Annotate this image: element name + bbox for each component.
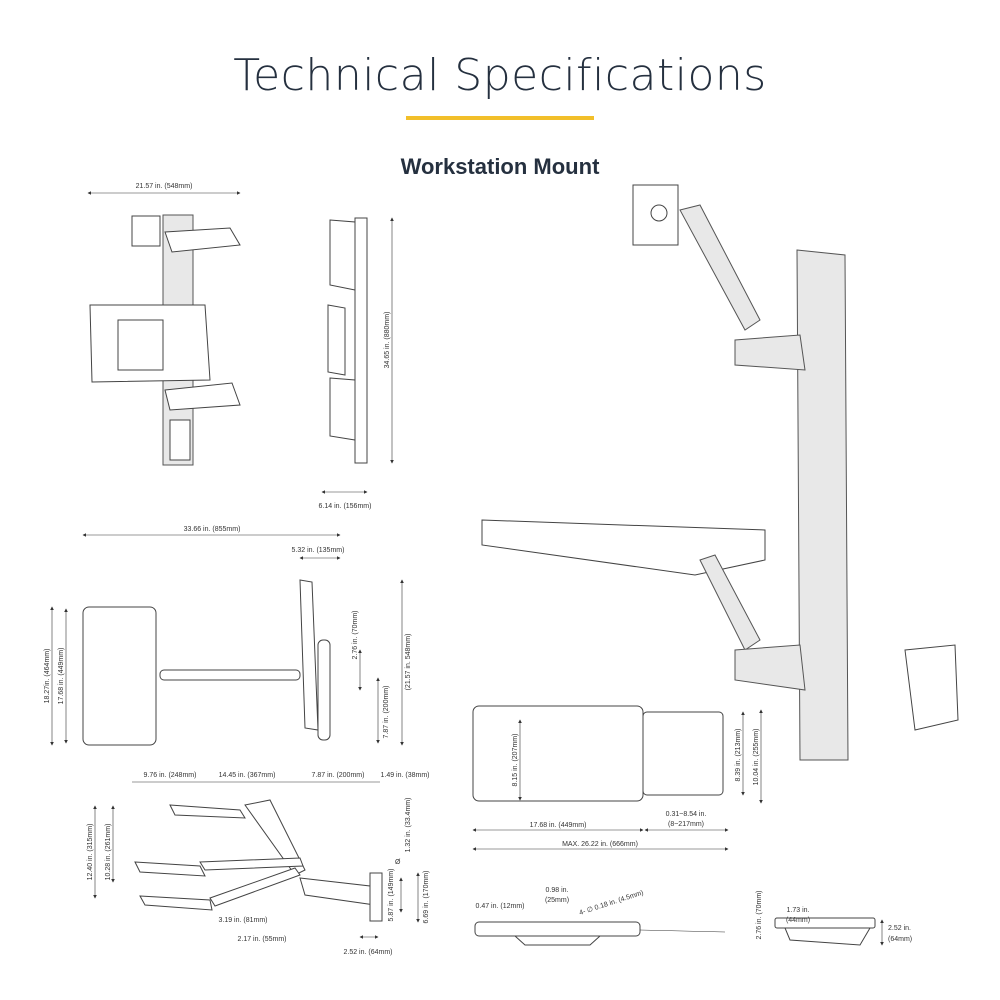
tray-side-view-drawing: 2.76 in. (70mm) 1.73 in. (44mm) 2.52 in.… xyxy=(756,890,912,946)
arm-seg4-label: 1.49 in. (38mm) xyxy=(380,772,429,779)
tray-width-label: 17.68 in. (449mm) xyxy=(530,822,587,829)
side-height-label: 34.65 in. (880mm) xyxy=(384,312,391,369)
tray-bottom-view-drawing: 0.47 in. (12mm) 0.98 in. (25mm) 4- ∅ 0.1… xyxy=(474,887,726,946)
hole-spacing-label-1: 0.98 in. xyxy=(546,887,569,894)
inner-label-1: 1.73 in. xyxy=(787,907,810,914)
arm-seg2-label: 14.45 in. (367mm) xyxy=(219,772,276,779)
thick-label-1: 2.52 in. xyxy=(888,925,911,932)
mouse-depth-label: 8.39 in. (213mm) xyxy=(735,729,742,782)
max-width-label: MAX. 26.22 in. (666mm) xyxy=(562,841,638,848)
edge-label: 0.47 in. (12mm) xyxy=(475,903,524,910)
overall-depth-label: 10.04 in. (255mm) xyxy=(753,729,760,786)
title-accent-rule xyxy=(406,116,594,120)
holes-label: 4- ∅ 0.18 in. (4.5mm) xyxy=(578,889,644,916)
lower-offset-label: 7.87 in. (200mm) xyxy=(383,686,390,739)
workstation-mount-illustration xyxy=(481,184,959,761)
arm-side-view-drawing: 9.76 in. (248mm) 14.45 in. (367mm) 7.87 … xyxy=(87,772,430,956)
inner-label-2: (44mm) xyxy=(786,917,810,924)
tray-width-inner-label: 17.68 in. (449mm) xyxy=(58,648,65,705)
hole-spacing-label-2: (25mm) xyxy=(545,897,569,904)
page-title: Technical Specifications xyxy=(233,50,767,101)
front-width-label: 21.57 in. (548mm) xyxy=(136,183,193,190)
thick-label-2: (64mm) xyxy=(888,936,912,943)
base-depth-label: 2.52 in. (64mm) xyxy=(343,949,392,956)
pole-diameter-label: 1.32 in. (33.4mm) xyxy=(405,798,412,853)
mount-total-label: 6.69 in. (170mm) xyxy=(423,871,430,924)
side-view-drawing: 34.65 in. (880mm) 6.14 in. (156mm) xyxy=(319,217,394,510)
rail-offset-label: 5.32 in. (135mm) xyxy=(292,547,345,554)
bracket-height-label: 2.76 in. (70mm) xyxy=(352,610,359,659)
arm-seg1-label: 9.76 in. (248mm) xyxy=(144,772,197,779)
travel-total-label: 12.40 in. (315mm) xyxy=(87,824,94,881)
slide-range-label-1: 0.31~8.54 in. xyxy=(666,811,707,818)
front-view-drawing: 21.57 in. (548mm) xyxy=(87,183,241,466)
diameter-symbol: Ø xyxy=(395,859,401,866)
tray-depth-label: 8.15 in. (207mm) xyxy=(512,734,519,787)
drop1-label: 3.19 in. (81mm) xyxy=(218,917,267,924)
arm-seg3-label: 7.87 in. (200mm) xyxy=(312,772,365,779)
drop2-label: 2.17 in. (55mm) xyxy=(237,936,286,943)
top-view-drawing: 33.66 in. (855mm) 5.32 in. (135mm) 18.27… xyxy=(44,526,412,746)
tray-width-outer-label: 18.27in. (464mm) xyxy=(44,649,51,704)
keyboard-tray-drawing: 8.15 in. (207mm) 8.39 in. (213mm) 10.04 … xyxy=(472,705,763,851)
mount-height-label: 5.87 in. (149mm) xyxy=(388,869,395,922)
travel-inner-label: 10.28 in. (261mm) xyxy=(105,824,112,881)
height-range-label: (21.57 in. 548mm) xyxy=(405,634,412,691)
overall-length-label: 33.66 in. (855mm) xyxy=(184,526,241,533)
side-height-label-tray: 2.76 in. (70mm) xyxy=(756,890,763,939)
slide-range-label-2: (8~217mm) xyxy=(668,821,704,828)
section-title: Workstation Mount xyxy=(400,154,600,179)
side-depth-label: 6.14 in. (156mm) xyxy=(319,503,372,510)
